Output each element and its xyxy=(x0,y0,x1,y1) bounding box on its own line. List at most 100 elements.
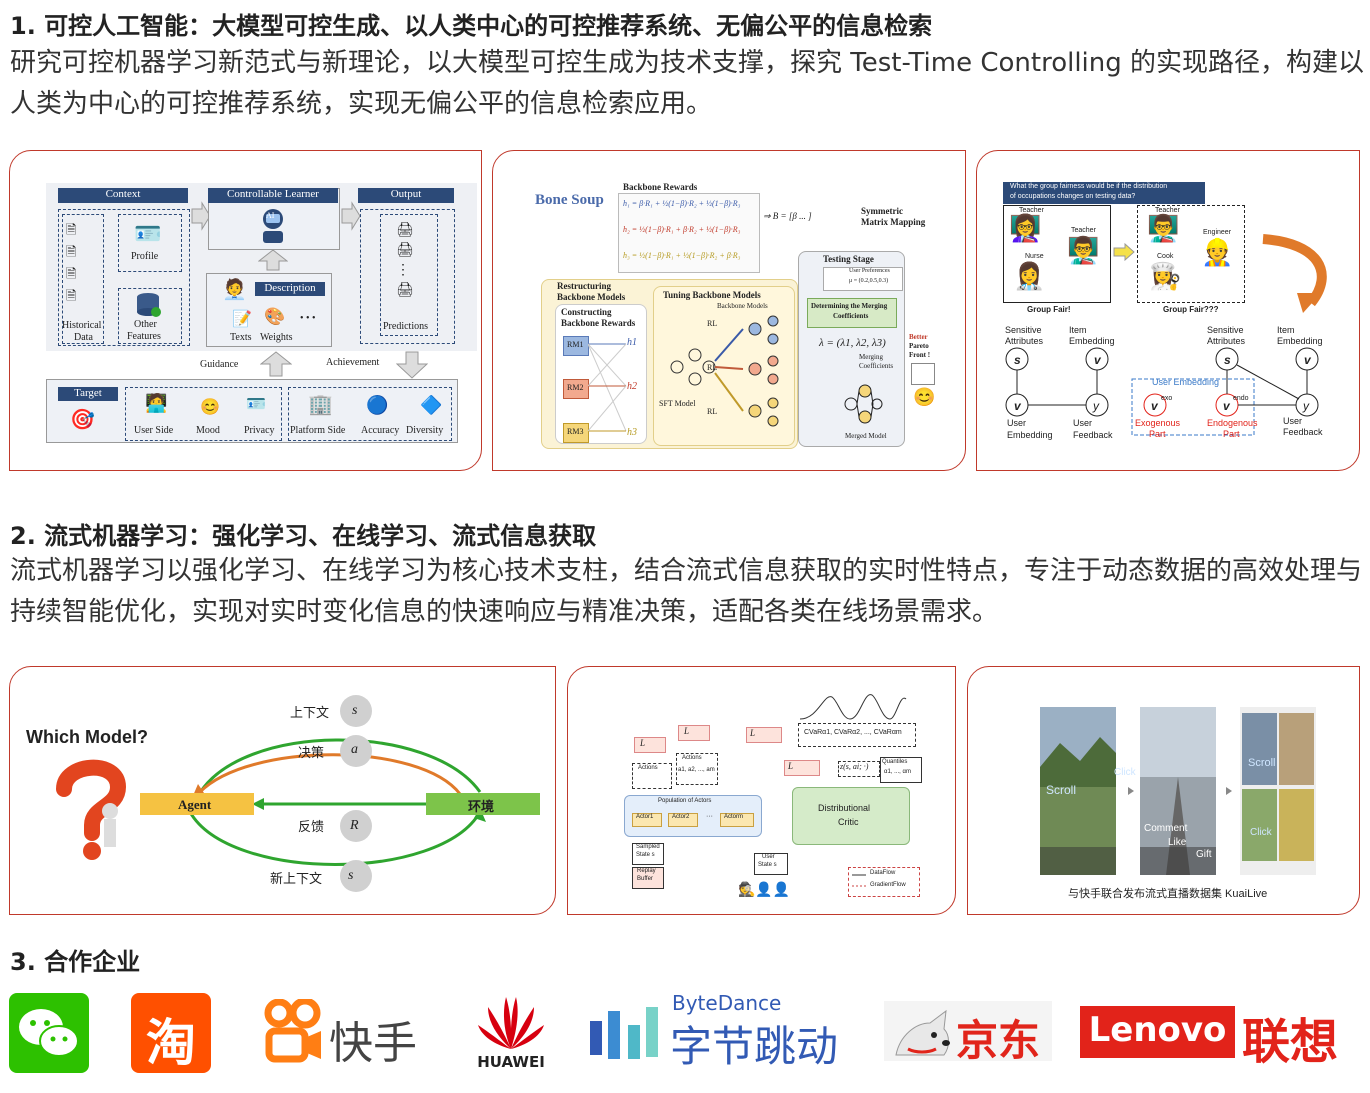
reward-circle xyxy=(340,810,372,842)
jd-logo: 京东 xyxy=(884,1001,1052,1065)
wechat-icon xyxy=(19,1009,79,1057)
rm2-label: RM2 xyxy=(567,383,584,392)
huawei-flower-icon xyxy=(478,997,544,1049)
action-circle xyxy=(340,735,372,767)
h3-label: h3 xyxy=(627,427,637,438)
figure-distributional-critic: CVaRα1, CVaRα2, ..., CVaRαm L L L Action… xyxy=(567,666,956,915)
h2-label: h2 xyxy=(627,381,637,392)
figure-bone-soup: Bone Soup Backbone Rewards h₁ = β·R₁ + ½… xyxy=(492,150,966,471)
section1-title: 1. 可控人工智能：大模型可控生成、以人类中心的可控推荐系统、无偏公平的信息检索 xyxy=(10,12,933,40)
like-label: Like xyxy=(1168,837,1187,848)
sft-label: SFT Model xyxy=(659,399,696,408)
teacher-avatar-icon: 👩‍🏫 xyxy=(1009,213,1042,243)
agent-label: Agent xyxy=(178,797,212,812)
learner-header: Controllable Learner xyxy=(208,188,338,203)
section2-title: 2. 流式机器学习：强化学习、在线学习、流式信息获取 xyxy=(10,522,597,550)
nurse-avatar-icon: 👩‍⚕️ xyxy=(1013,261,1046,291)
data-label: Data xyxy=(74,332,93,343)
huawei-logo: HUAWEI xyxy=(470,993,552,1073)
constructing-rewards-label: Backbone Rewards xyxy=(561,318,636,328)
arrow-down-icon xyxy=(396,351,428,379)
click-label: Click xyxy=(1114,767,1136,778)
diversity-icon: 🔷 xyxy=(420,395,443,415)
restructuring-label: Restructuring xyxy=(557,281,611,291)
bytedance-icon xyxy=(590,1007,658,1059)
kuailive-screenshots xyxy=(1040,707,1316,875)
palette-icon: 🎨 xyxy=(264,307,286,326)
arrow-right-icon xyxy=(341,201,361,231)
cook-avatar-icon: 👩‍🍳 xyxy=(1149,261,1182,291)
bytedance-logo: ByteDance 字节跳动 xyxy=(588,991,858,1071)
document-icon: 🗎🗎🗎🗎 xyxy=(66,222,77,303)
kuaishou-icon xyxy=(264,999,321,1063)
mood-label: Mood xyxy=(196,425,220,436)
teacher-male-avatar-icon: 👨‍🏫 xyxy=(1067,235,1100,265)
scroll-label: Scroll xyxy=(1046,783,1077,797)
person-icon: 🧑‍💼 xyxy=(222,279,247,301)
users-icon: 🕵👤👤 xyxy=(738,881,791,897)
backbone-rewards-title: Backbone Rewards xyxy=(623,182,698,192)
section1-body: 研究可控机器学习新范式与新理论，以大模型可控生成为技术支撑，探究 Test-Ti… xyxy=(10,48,1365,119)
user-side-label: User Side xyxy=(134,425,174,436)
context-header: Context xyxy=(58,188,188,203)
testing-stage-label: Testing Stage xyxy=(823,254,874,264)
profile-label: Profile xyxy=(131,251,159,262)
which-model-label: Which Model? xyxy=(26,727,148,747)
question-mark-figure-icon xyxy=(56,759,127,860)
taobao-logo: 淘 xyxy=(131,993,211,1073)
figure-agent-environment: Which Model? Agent 环境 上下文 s 决策 a 反馈 R 新上… xyxy=(9,666,556,915)
kuaishou-logo: 快手 xyxy=(263,995,433,1069)
jd-dog-icon xyxy=(895,1009,950,1056)
accuracy-icon: 🔵 xyxy=(366,395,389,415)
agent-box xyxy=(140,793,254,815)
engineer-avatar-icon: 👷 xyxy=(1201,237,1234,267)
tuning-label: Tuning Backbone Models xyxy=(663,290,761,300)
accuracy-label: Accuracy xyxy=(361,425,400,436)
lambda-label: λ = (λ1, λ2, λ3) xyxy=(819,337,886,349)
database-icon xyxy=(137,293,161,317)
figure-group-fairness: What the group fairness would be if the … xyxy=(976,150,1360,471)
comment-label: Comment xyxy=(1144,823,1188,834)
critic-box xyxy=(792,787,910,845)
rl-loop-diagram xyxy=(188,738,486,866)
texts-label: Texts xyxy=(230,332,252,343)
privacy-icon: 🪪 xyxy=(246,396,266,413)
merged-model-label: Merged Model xyxy=(845,432,887,440)
environment-label: 环境 xyxy=(468,799,495,814)
privacy-label: Privacy xyxy=(244,425,275,436)
building-icon: 🏢 xyxy=(308,394,333,416)
arrow-right-icon xyxy=(191,201,211,231)
figure-kuailive: Scroll Click Comment Like Gift Scroll Cl… xyxy=(967,666,1360,915)
weights-label: Weights xyxy=(260,332,293,343)
target-header: Target xyxy=(58,387,118,401)
guidance-label: Guidance xyxy=(200,359,239,370)
symmetric-label: Symmetric xyxy=(861,206,903,216)
historical-label: Historical xyxy=(62,320,102,331)
profile-card-icon: 🪪 xyxy=(134,221,162,246)
arrow-up-icon xyxy=(258,249,288,271)
lenovo-cn-logo: 联想 xyxy=(1242,1014,1339,1070)
output-header: Output xyxy=(358,188,454,203)
matrix-mapping-label: Matrix Mapping xyxy=(861,217,926,227)
diversity-label: Diversity xyxy=(406,425,444,436)
lenovo-logo: Lenovo xyxy=(1080,1006,1235,1058)
arrow-up-icon xyxy=(260,351,292,377)
wechat-logo xyxy=(9,993,89,1073)
achievement-label: Achievement xyxy=(326,357,380,368)
robot-icon xyxy=(263,209,283,243)
user-laptop-icon: 🧑‍💻 xyxy=(145,393,168,413)
bone-soup-title: Bone Soup xyxy=(535,192,604,208)
smile-icon: 😊 xyxy=(913,387,936,407)
distribution-curves-icon xyxy=(799,694,907,720)
other-label: Other xyxy=(134,319,157,330)
pareto-plot-icon xyxy=(911,363,935,385)
neural-network-diagram xyxy=(670,315,779,427)
constructing-label: Constructing xyxy=(561,307,612,317)
merged-network-icon xyxy=(844,384,883,424)
features-label: Features xyxy=(127,331,161,342)
target-icon: 🎯 xyxy=(70,409,95,431)
printer-icon: 🖨🖨⋮🖨 xyxy=(396,223,414,298)
section3-title: 3. 合作企业 xyxy=(10,948,141,976)
platform-side-label: Platform Side xyxy=(290,425,346,436)
kuailive-caption: 与快手联合发布流式直播数据集 KuaiLive xyxy=(1068,888,1268,900)
